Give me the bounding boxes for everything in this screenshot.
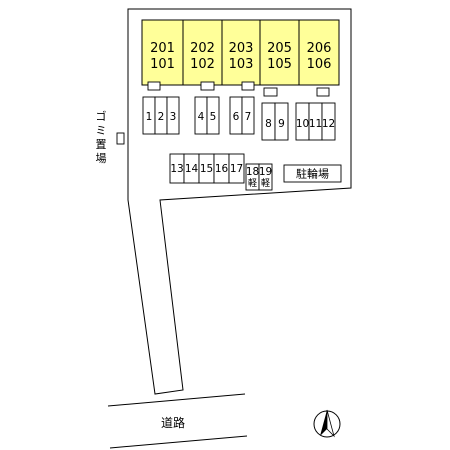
parking-space-label: 10 bbox=[296, 118, 309, 130]
building-206-106 bbox=[298, 19, 340, 86]
entrance-mark bbox=[200, 81, 215, 91]
road-edge-top bbox=[107, 393, 246, 407]
entrance-mark bbox=[316, 87, 330, 97]
parking-space-label: 1 bbox=[146, 111, 153, 123]
bicycle-parking bbox=[283, 164, 342, 183]
bicycle-parking-label: 駐輪場 bbox=[296, 167, 329, 181]
unit-lower-label: 101 bbox=[150, 57, 175, 72]
svg-text:置: 置 bbox=[96, 138, 107, 151]
building-203-103 bbox=[221, 19, 261, 86]
parking-space-label: 13 bbox=[170, 163, 183, 175]
parking-space-label: 3 bbox=[170, 111, 177, 123]
unit-lower-label: 103 bbox=[229, 57, 254, 72]
kei-parking-number: 19 bbox=[259, 166, 272, 178]
entrance-markers bbox=[147, 81, 330, 97]
unit-lower-label: 105 bbox=[267, 57, 292, 72]
parking-space-9 bbox=[274, 102, 289, 141]
parking-space-label: 8 bbox=[265, 118, 272, 130]
parking-space-5 bbox=[206, 96, 220, 135]
unit-lower-label: 102 bbox=[190, 57, 215, 72]
entrance-mark bbox=[263, 87, 278, 97]
road-label: 道路 bbox=[161, 415, 185, 430]
parking-space-12 bbox=[321, 102, 336, 141]
north-arrow-icon bbox=[313, 409, 341, 438]
parking-space-label: 5 bbox=[210, 111, 217, 123]
parking-top-group: 1 2 3 4 5 6 7 8 9 10 11 12 bbox=[142, 96, 336, 141]
parking-space-label: 2 bbox=[158, 111, 165, 123]
parking-space-label: 7 bbox=[245, 111, 252, 123]
unit-upper-label: 205 bbox=[267, 41, 292, 56]
entrance-mark bbox=[147, 81, 161, 91]
kei-parking-19 bbox=[258, 163, 273, 191]
parking-space-label: 15 bbox=[200, 163, 213, 175]
garbage-box bbox=[116, 132, 125, 145]
entrance-mark bbox=[241, 81, 255, 91]
svg-text:ミ: ミ bbox=[96, 124, 107, 137]
unit-upper-label: 203 bbox=[229, 41, 254, 56]
unit-upper-label: 206 bbox=[307, 41, 332, 56]
building-block: 201 101 202 102 203 103 205 105 206 106 bbox=[141, 19, 340, 86]
kei-parking-number: 18 bbox=[246, 166, 259, 178]
parking-space-label: 11 bbox=[309, 118, 322, 130]
building-202-102 bbox=[182, 19, 223, 86]
parking-space-label: 16 bbox=[215, 163, 229, 175]
road-edge-bottom bbox=[109, 435, 248, 449]
parking-space-label: 4 bbox=[198, 111, 205, 123]
svg-text:場: 場 bbox=[96, 152, 107, 165]
parking-space-3 bbox=[166, 96, 180, 135]
parking-space-label: 6 bbox=[233, 111, 240, 123]
parking-space-label: 14 bbox=[185, 163, 199, 175]
property-boundary bbox=[127, 8, 352, 395]
unit-upper-label: 201 bbox=[150, 41, 175, 56]
unit-upper-label: 202 bbox=[190, 41, 215, 56]
garbage-label: ゴ ミ 置 場 bbox=[96, 109, 107, 165]
parking-space-label: 17 bbox=[230, 163, 243, 175]
svg-text:ゴ: ゴ bbox=[96, 109, 107, 123]
parking-space-label: 9 bbox=[278, 118, 285, 130]
parking-space-17 bbox=[228, 153, 245, 184]
parking-bottom-group: 13 14 15 16 17 18 軽 19 軽 bbox=[169, 153, 273, 191]
unit-lower-label: 106 bbox=[307, 57, 332, 72]
kei-parking-type: 軽 bbox=[248, 178, 257, 189]
parking-space-7 bbox=[241, 96, 255, 135]
kei-parking-type: 軽 bbox=[261, 178, 270, 189]
parking-space-label: 12 bbox=[322, 118, 335, 130]
